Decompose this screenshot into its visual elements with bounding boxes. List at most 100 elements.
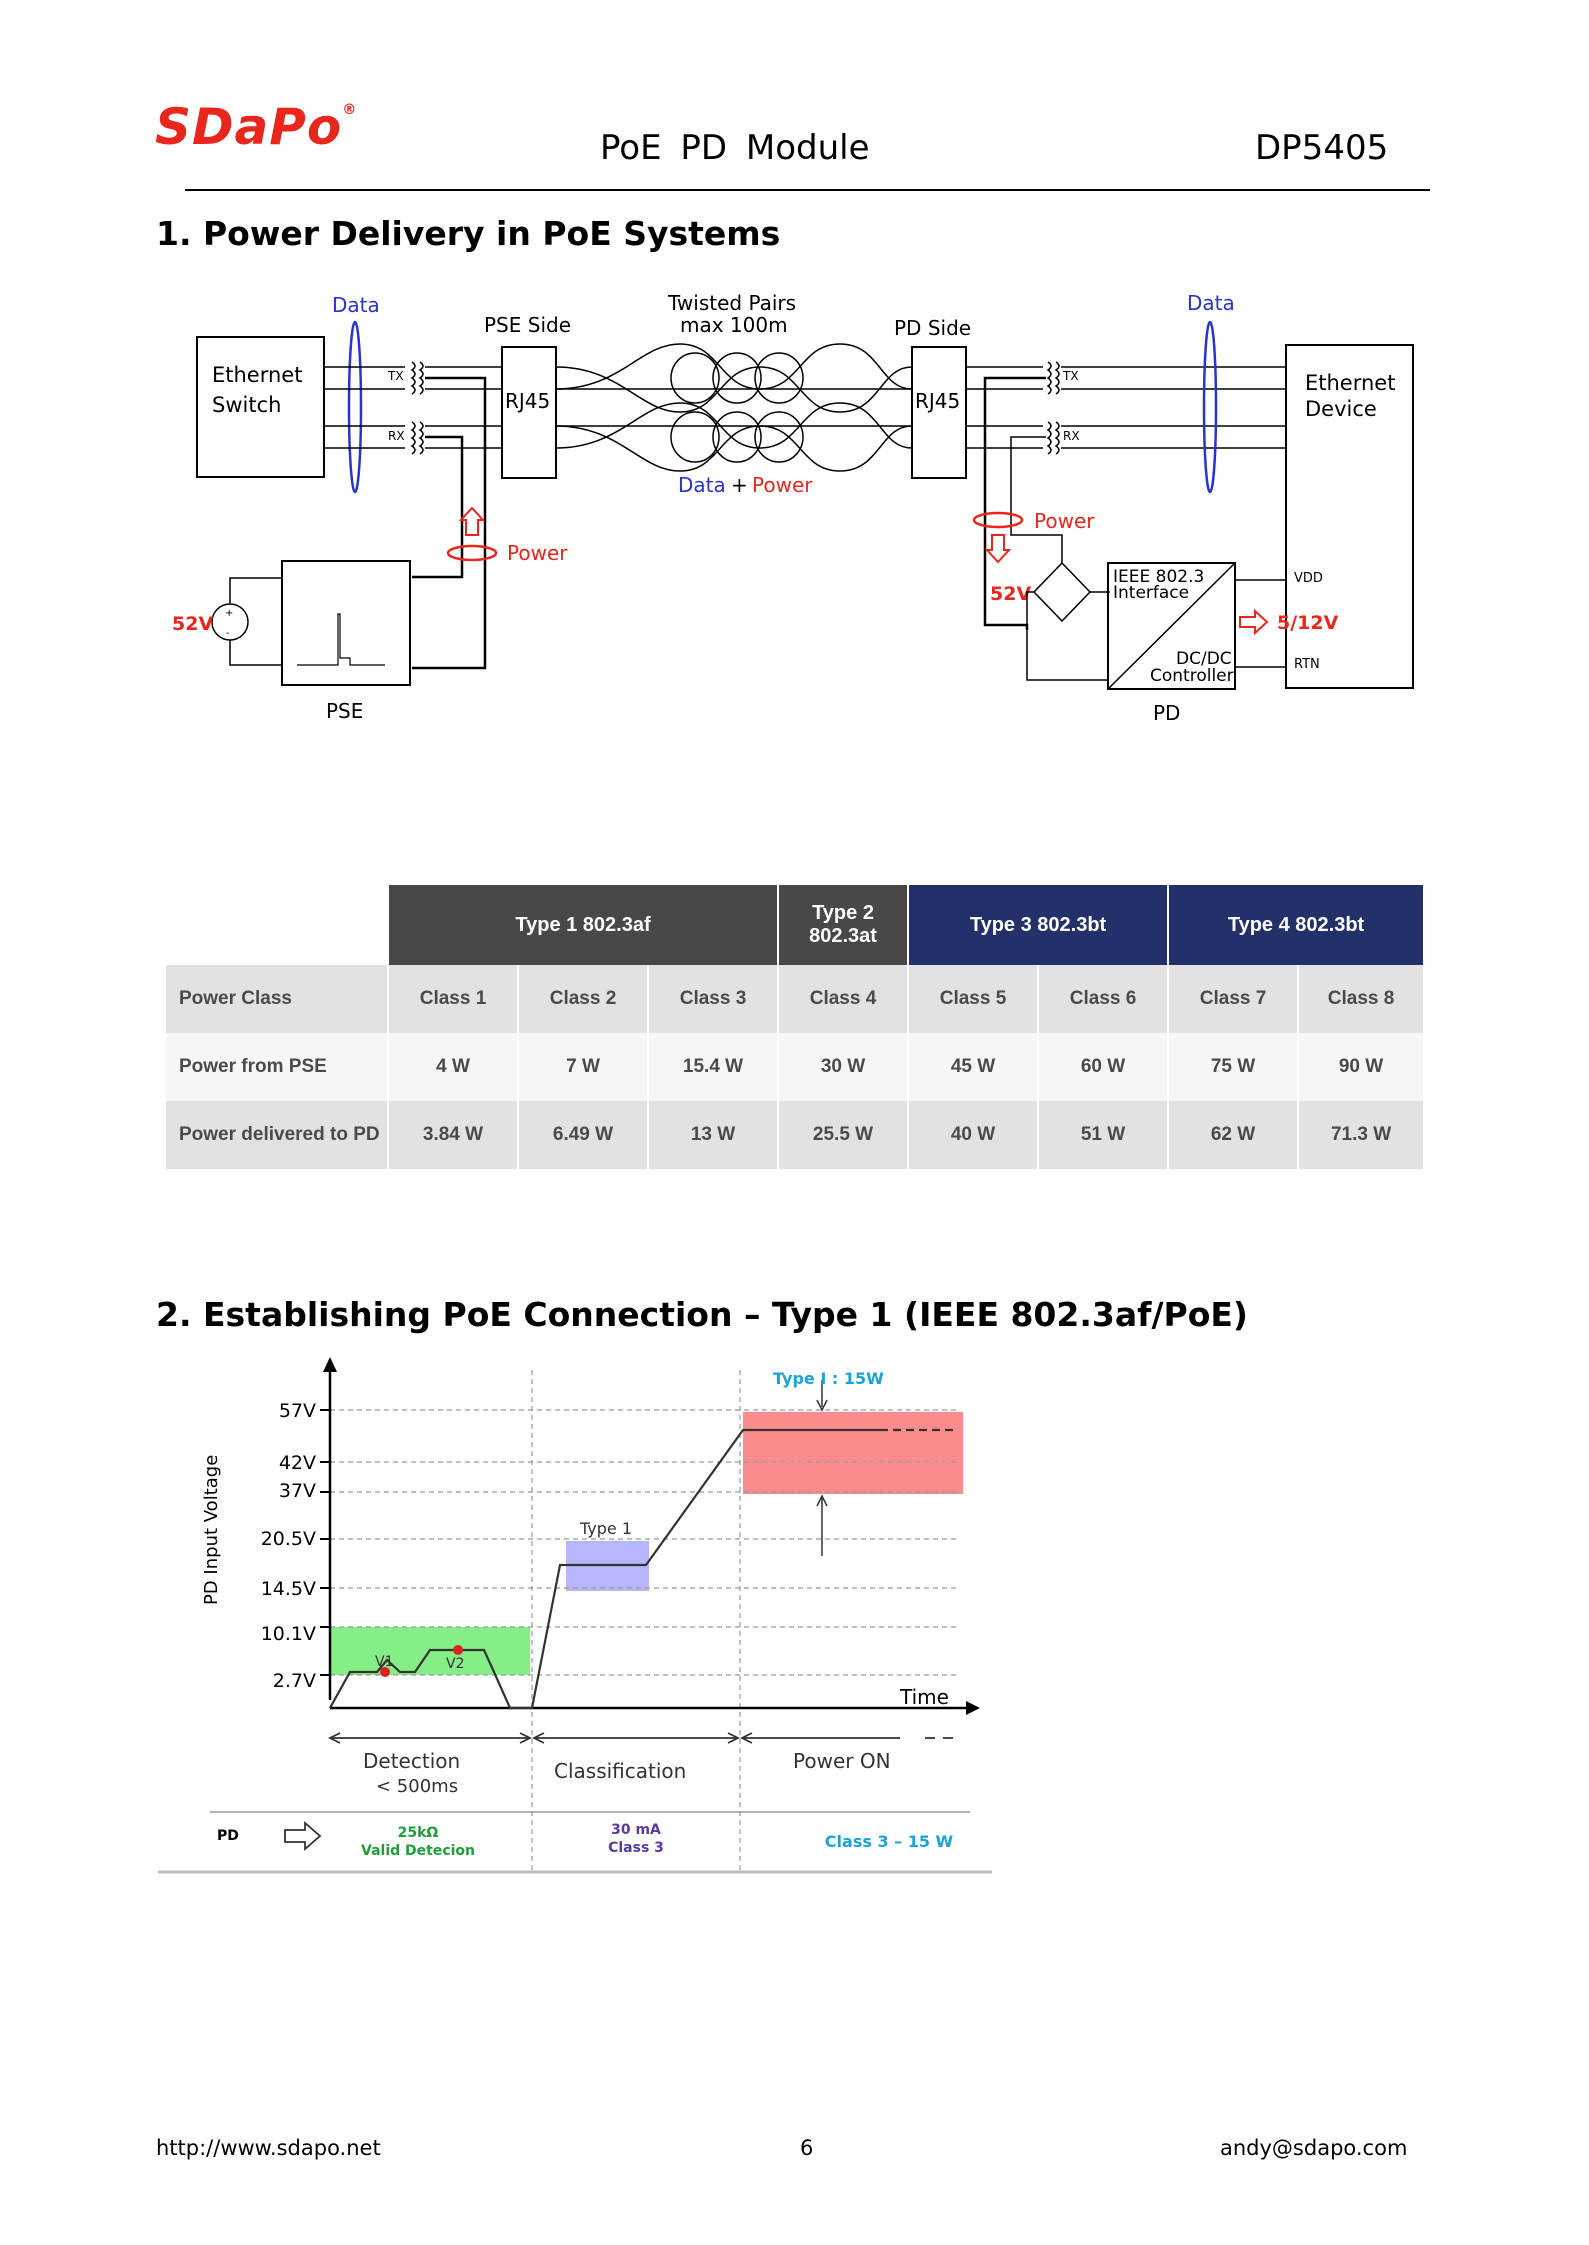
power-left-label: Power: [507, 541, 568, 565]
right-arrow-icon: [284, 1821, 322, 1851]
ethernet-switch-label-1: Ethernet: [212, 363, 302, 387]
ytick-37: 37V: [279, 1480, 316, 1502]
table-cell: 60 W: [1038, 1033, 1170, 1101]
header-divider: [185, 189, 1430, 191]
poe-power-table: Type 1 802.3af Type 2 802.3at Type 3 802…: [166, 885, 1426, 1169]
phase-power-on-label: Power ON: [793, 1749, 891, 1773]
vdd-label: VDD: [1294, 571, 1323, 586]
ytick-20-5: 20.5V: [261, 1528, 316, 1550]
table-row: Power from PSE 4 W 7 W 15.4 W 30 W 45 W …: [166, 1033, 1426, 1101]
type1-box-label: Type 1: [579, 1519, 632, 1538]
power-region: [743, 1412, 963, 1494]
data-left-label: Data: [332, 293, 380, 317]
cls-value-label: 30 mA: [611, 1822, 661, 1838]
table-cell: 15.4 W: [648, 1033, 780, 1101]
pwr-desc-label: Class 3 – 15 W: [825, 1832, 954, 1851]
table-cell: Class 3: [648, 965, 780, 1033]
type-top-label: Type I : 15W: [773, 1369, 884, 1388]
doc-title: PoE PD Module: [600, 128, 870, 168]
brand-logo: SDaPo®: [155, 98, 358, 156]
twisted-pairs-label-1: Twisted Pairs: [667, 291, 796, 315]
pse-label: PSE: [326, 699, 363, 723]
poe-system-diagram: Ethernet Switch Data TX RX RJ45 PSE Side…: [172, 291, 1414, 725]
table-cell: 62 W: [1168, 1101, 1300, 1169]
table-cell: Class 4: [778, 965, 910, 1033]
ytick-57: 57V: [279, 1400, 316, 1422]
table-type-header-row: Type 1 802.3af Type 2 802.3at Type 3 802…: [166, 885, 1426, 965]
rtn-label: RTN: [1294, 657, 1320, 672]
data-right-label: Data: [1187, 291, 1235, 315]
v52-right-label: 52V: [990, 583, 1031, 605]
table-cell: 3.84 W: [388, 1101, 519, 1169]
type2-header: Type 2 802.3at: [778, 885, 910, 965]
ieee-interface-label-2: Interface: [1113, 583, 1189, 603]
v1-label: V1: [375, 1654, 393, 1670]
cls-desc-label: Class 3: [608, 1840, 664, 1856]
footer-url[interactable]: http://www.sdapo.net: [156, 2136, 381, 2160]
dcdc-label-1: DC/DC: [1176, 649, 1232, 669]
ieee-interface-label-1: IEEE 802.3: [1113, 567, 1204, 587]
det-value-label: 25kΩ: [398, 1825, 439, 1841]
svg-text:-: -: [226, 628, 230, 639]
data-power-power-label: Power: [752, 473, 813, 497]
poe-connection-chart: 57V 42V 37V 20.5V 14.5V 10.1V 2.7V PD In…: [158, 1357, 992, 1874]
phase-classification-label: Classification: [554, 1759, 686, 1783]
table-cell: 4 W: [388, 1033, 519, 1101]
ytick-10-1: 10.1V: [261, 1623, 316, 1645]
table-cell: 30 W: [778, 1033, 910, 1101]
table-cell: 51 W: [1038, 1101, 1170, 1169]
type1-header: Type 1 802.3af: [388, 885, 780, 965]
phase-detection-label: Detection: [363, 1749, 460, 1773]
out-voltage-label: 5/12V: [1277, 612, 1339, 634]
table-cell: 71.3 W: [1298, 1101, 1426, 1169]
pd-legend-label: PD: [217, 1828, 239, 1844]
table-cell: Class 7: [1168, 965, 1300, 1033]
data-power-data-label: Data: [678, 473, 726, 497]
table-row: Power delivered to PD 3.84 W 6.49 W 13 W…: [166, 1101, 1426, 1169]
v52-left-label: 52V: [172, 613, 213, 635]
twisted-pairs-label-2: max 100m: [680, 313, 788, 337]
type4-header: Type 4 802.3bt: [1168, 885, 1426, 965]
section2-title: 2. Establishing PoE Connection – Type 1 …: [156, 1295, 1249, 1334]
footer-page-number: 6: [800, 2136, 814, 2160]
tx-right-label: TX: [1062, 369, 1079, 383]
pd-side-label: PD Side: [894, 316, 971, 340]
ethernet-device-label-1: Ethernet: [1305, 371, 1395, 395]
table-cell: 7 W: [518, 1033, 649, 1101]
section1-title: 1. Power Delivery in PoE Systems: [156, 214, 781, 253]
ytick-42: 42V: [279, 1452, 316, 1474]
rx-left-label: RX: [388, 429, 405, 443]
doc-code: DP5405: [1255, 128, 1389, 168]
type3-header: Type 3 802.3bt: [908, 885, 1170, 965]
table-cell: Class 5: [908, 965, 1040, 1033]
dcdc-label-2: Controller: [1150, 666, 1234, 686]
table-cell: Class 6: [1038, 965, 1170, 1033]
y-axis-label: PD Input Voltage: [201, 1455, 222, 1605]
power-right-label: Power: [1034, 509, 1095, 533]
data-power-plus-label: +: [731, 473, 748, 497]
ytick-2-7: 2.7V: [273, 1670, 316, 1692]
table-cell: Class 1: [388, 965, 519, 1033]
ethernet-device-label-2: Device: [1305, 397, 1377, 421]
table-cell: 13 W: [648, 1101, 780, 1169]
table-cell: 6.49 W: [518, 1101, 649, 1169]
svg-text:+: +: [225, 608, 233, 619]
table-cell: 90 W: [1298, 1033, 1426, 1101]
table-row: Power Class Class 1 Class 2 Class 3 Clas…: [166, 965, 1426, 1033]
x-axis-label: Time: [899, 1685, 949, 1709]
phase-detection-sub-label: < 500ms: [376, 1776, 458, 1797]
footer-email[interactable]: andy@sdapo.com: [1220, 2136, 1408, 2160]
table-cell: 40 W: [908, 1101, 1040, 1169]
rj45-left-label: RJ45: [505, 389, 550, 413]
table-cell: Class 2: [518, 965, 649, 1033]
row-label: Power from PSE: [166, 1033, 389, 1101]
table-cell: 45 W: [908, 1033, 1040, 1101]
pse-side-label: PSE Side: [484, 313, 571, 337]
rx-right-label: RX: [1063, 429, 1080, 443]
row-label: Power delivered to PD: [166, 1101, 389, 1169]
det-desc-label: Valid Detecion: [361, 1843, 475, 1859]
ytick-14-5: 14.5V: [261, 1578, 316, 1600]
pd-label: PD: [1153, 701, 1180, 725]
ethernet-switch-label-2: Switch: [212, 393, 281, 417]
row-label: Power Class: [166, 965, 389, 1033]
